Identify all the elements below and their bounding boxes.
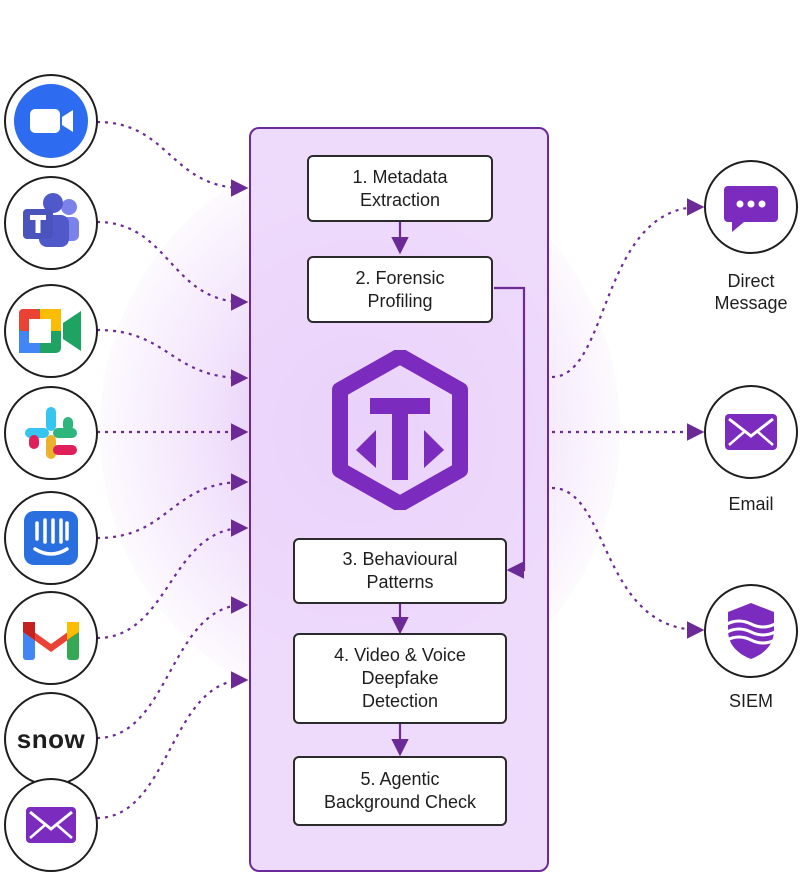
shield-icon [726, 603, 776, 659]
arrow-step2-step3 [494, 286, 526, 579]
intercom-source [4, 491, 98, 585]
microsoft-teams-icon [23, 193, 79, 247]
email-label: Email [728, 494, 774, 514]
hexagon-t-logo [332, 350, 468, 510]
email-output [704, 385, 798, 479]
slack-icon [25, 407, 77, 459]
slack-source [4, 386, 98, 480]
connector-zoom [96, 120, 249, 197]
envelope-icon [725, 414, 777, 450]
siem-output [704, 584, 798, 678]
step-metadata-extraction: 1. Metadata Extraction [307, 155, 493, 222]
gmail-icon [23, 622, 79, 660]
connector-email-source [96, 671, 249, 820]
step-behavioural-patterns: 3. Behavioural Patterns [293, 538, 507, 604]
chat-bubble-icon [724, 186, 778, 232]
step-agentic-background-check: 5. Agentic Background Check [293, 756, 507, 826]
email-source [4, 778, 98, 872]
zoom-icon [14, 84, 88, 158]
connector-siem [551, 486, 705, 639]
gmail-source [4, 591, 98, 685]
connector-intercom [96, 473, 249, 540]
teams-source [4, 176, 98, 270]
servicenow-source: snow [4, 692, 98, 786]
intercom-icon [24, 511, 78, 565]
servicenow-icon: snow [16, 723, 86, 754]
connector-gmail [96, 519, 249, 640]
siem-label: SIEM [728, 691, 773, 711]
google-meet-icon [19, 309, 81, 353]
step-deepfake-detection: 4. Video & Voice Deepfake Detection [293, 633, 507, 724]
email-envelope-icon [26, 807, 76, 843]
direct-message-label: Direct Message [714, 271, 788, 313]
connector-snow [96, 596, 249, 740]
zoom-source [4, 74, 98, 168]
connector-teams [96, 220, 249, 311]
direct-message-output [704, 160, 798, 254]
google-meet-source [4, 284, 98, 378]
step-forensic-profiling: 2. Forensic Profiling [307, 256, 493, 323]
